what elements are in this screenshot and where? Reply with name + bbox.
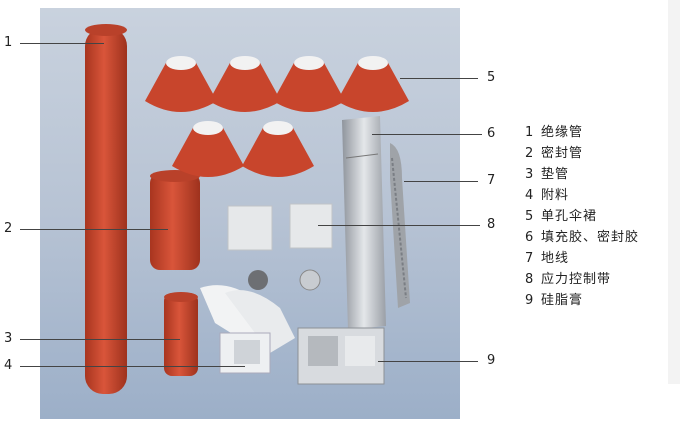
sealing-tube	[150, 170, 200, 270]
insulating-tube	[85, 24, 127, 394]
pad-tube	[164, 292, 198, 376]
single-hole-skirts	[145, 56, 409, 177]
gloves	[200, 285, 295, 353]
callout-3: 3	[4, 331, 13, 346]
callout-6: 6	[487, 126, 496, 141]
callout-8: 8	[487, 217, 496, 232]
callout-line-5	[400, 78, 478, 79]
accessory-packets	[219, 332, 271, 374]
callout-line-7	[404, 181, 478, 182]
callout-4: 4	[4, 358, 13, 373]
callout-5: 5	[487, 70, 496, 85]
callout-line-9	[378, 361, 478, 362]
callout-7: 7	[487, 173, 496, 188]
silicone-grease-packs	[297, 327, 385, 385]
callout-line-3	[20, 339, 180, 340]
callout-2: 2	[4, 221, 13, 236]
callout-9: 9	[487, 353, 496, 368]
callout-1: 1	[4, 35, 13, 50]
filler-sealant-pack	[342, 116, 386, 330]
callout-line-4	[20, 366, 245, 367]
callout-line-8	[318, 225, 480, 226]
callout-line-1	[20, 43, 104, 44]
product-photo	[40, 8, 460, 419]
right-edge-panel	[668, 0, 680, 384]
cable-kit-illustration	[85, 24, 410, 394]
callout-line-2	[20, 229, 168, 230]
callout-line-6	[372, 134, 482, 135]
stress-control-blocks	[227, 203, 333, 251]
